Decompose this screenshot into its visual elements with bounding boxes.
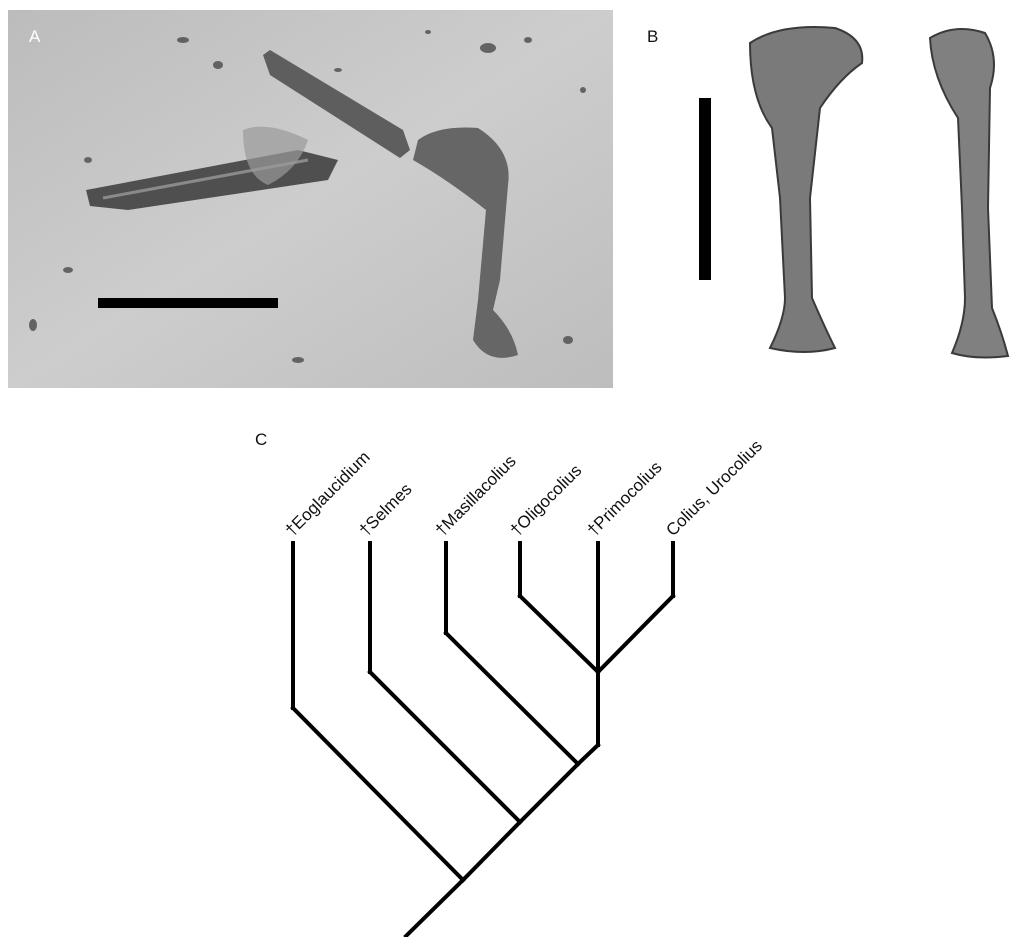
taxon-label-selmes: †Selmes	[355, 480, 415, 540]
taxon-label-colius-urocolius: Colius, Urocolius	[662, 436, 766, 540]
root-branch	[406, 880, 463, 936]
branch-masillacolius	[446, 633, 578, 764]
taxon-label-oligocolius: †Oligocolius	[506, 461, 585, 540]
branch-oligocolius	[520, 596, 598, 672]
taxon-labels: †Eoglaucidium †Selmes †Masillacolius †Ol…	[281, 436, 766, 540]
internal-branch-2	[520, 764, 578, 822]
branch-colius	[598, 596, 673, 672]
branch-selmes	[370, 672, 520, 822]
tree-branches	[293, 543, 673, 936]
internal-branch-3	[578, 745, 598, 764]
taxon-label-primocolius: †Primocolius	[583, 458, 665, 540]
branch-eoglaucidium	[293, 708, 463, 880]
internal-branch-1	[463, 822, 520, 880]
